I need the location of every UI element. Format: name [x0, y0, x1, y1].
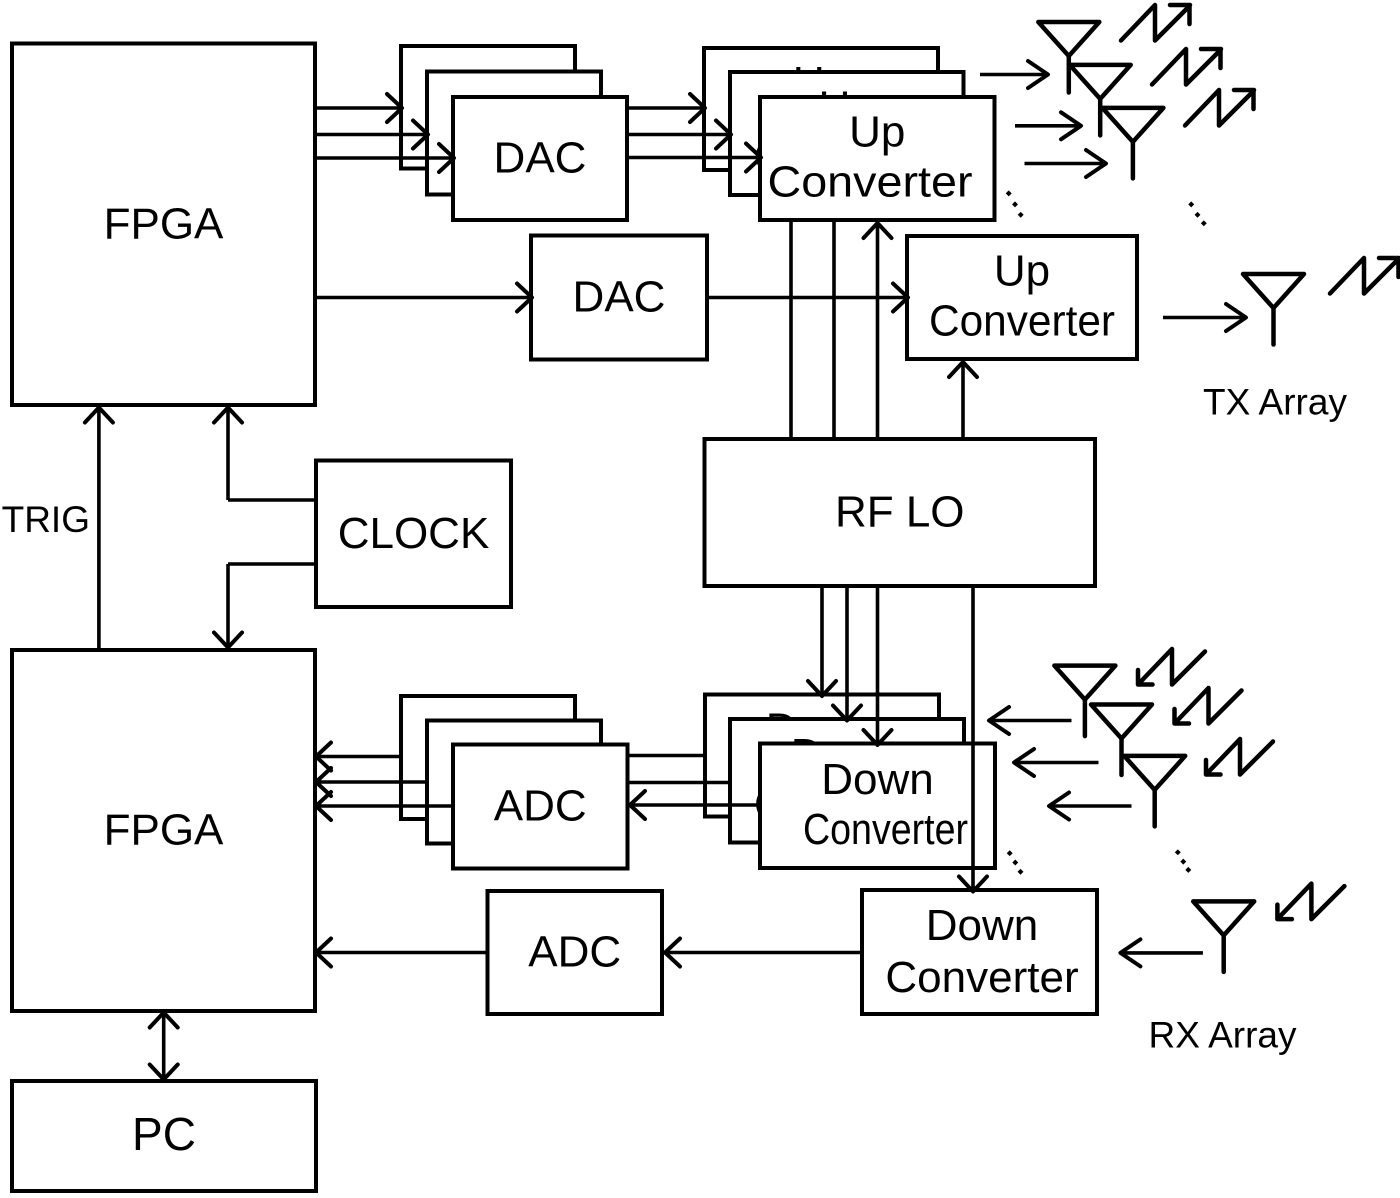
svg-text:ADC: ADC [494, 782, 587, 831]
svg-text:TRIG: TRIG [2, 499, 90, 540]
svg-text:RX Array: RX Array [1148, 1015, 1297, 1056]
svg-text:Up: Up [849, 108, 905, 157]
svg-text:Down: Down [926, 901, 1039, 950]
svg-text:CLOCK: CLOCK [338, 509, 490, 558]
svg-text:Up: Up [994, 247, 1050, 296]
svg-text:DAC: DAC [494, 134, 587, 183]
svg-text:DAC: DAC [573, 273, 666, 322]
svg-text:PC: PC [132, 1108, 196, 1160]
svg-text:Converter: Converter [768, 158, 973, 207]
svg-text:FPGA: FPGA [104, 806, 224, 855]
svg-text:Down: Down [821, 755, 934, 804]
svg-text:ADC: ADC [528, 928, 621, 977]
svg-text:FPGA: FPGA [104, 199, 224, 248]
svg-text:TX Array: TX Array [1203, 382, 1347, 423]
svg-text:Converter: Converter [929, 297, 1115, 346]
svg-text:Converter: Converter [803, 805, 968, 854]
svg-text:RF LO: RF LO [835, 488, 965, 537]
svg-text:Converter: Converter [885, 953, 1078, 1002]
